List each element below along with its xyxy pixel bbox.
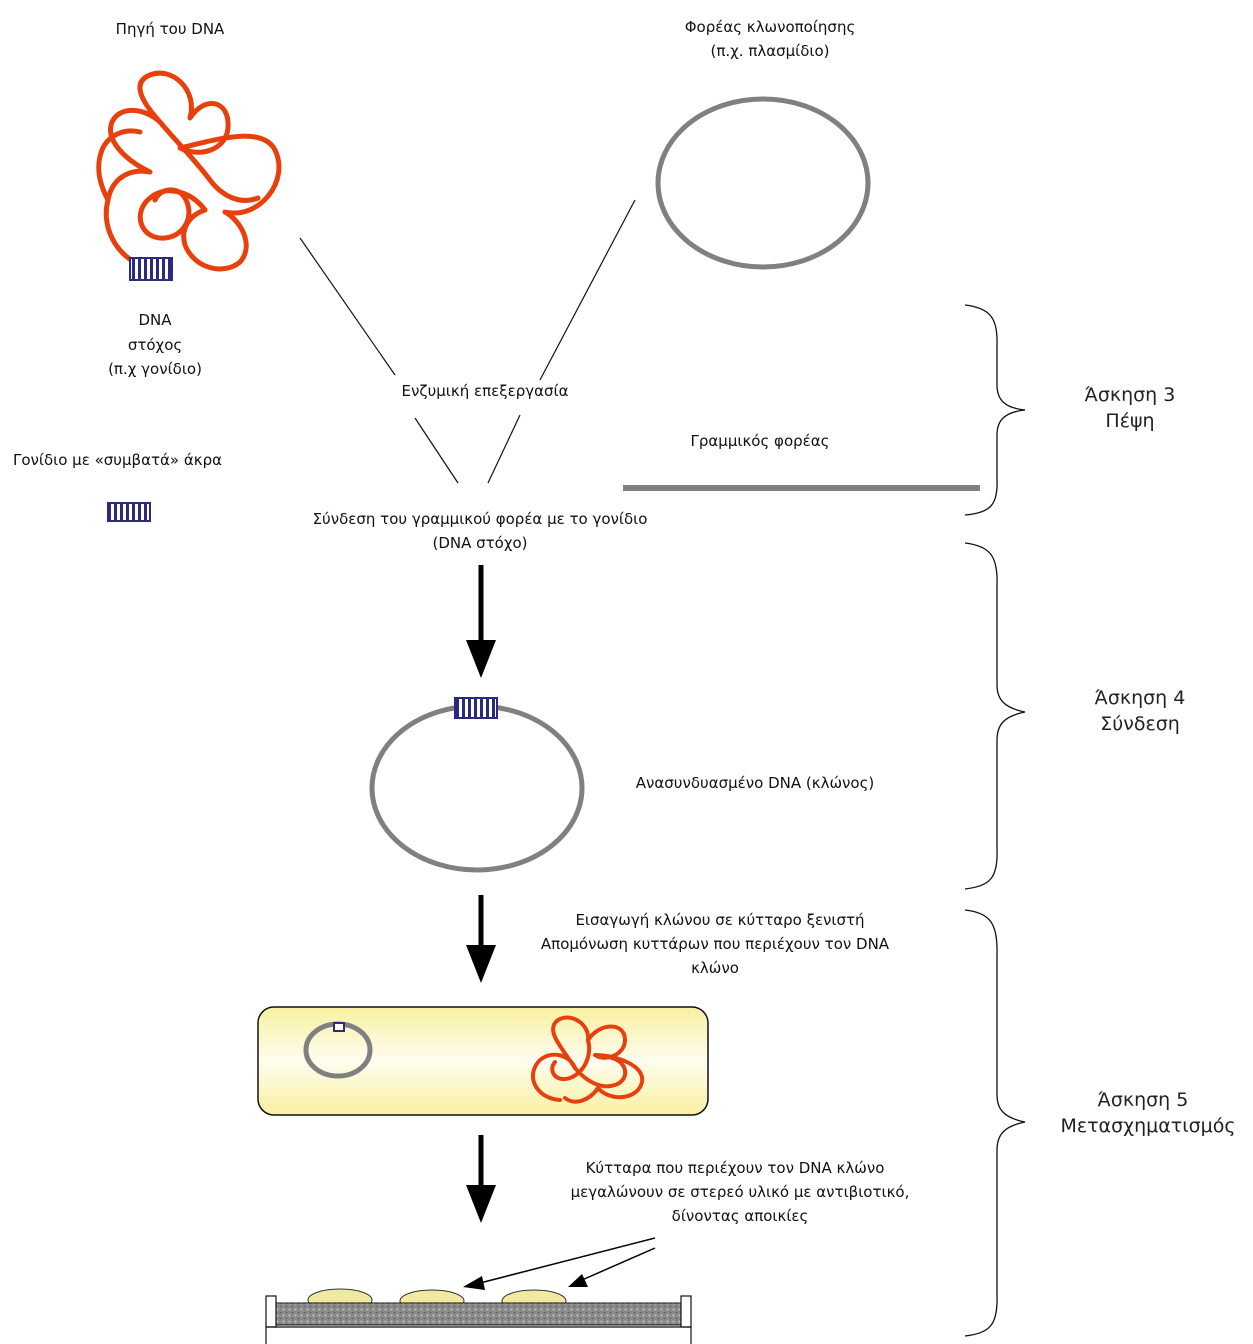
recombinant-plasmid xyxy=(369,703,585,873)
label-linear-vector: Γραμμικός φορέας xyxy=(690,432,830,450)
exercise-4-title: Άσκηση 4 xyxy=(1094,687,1186,709)
label-cloning-vector-example: (π.χ. πλασμίδιο) xyxy=(710,42,830,60)
label-colonies-1: Κύτταρα που περιέχουν τον DNA κλώνο xyxy=(585,1159,885,1177)
exercise-3-title: Άσκηση 3 xyxy=(1084,384,1176,406)
dish-wall-right xyxy=(680,1295,692,1328)
pointer-arrow-1 xyxy=(463,1237,656,1290)
brace-exercise-3 xyxy=(964,304,1026,516)
dna-source-tangle xyxy=(96,70,282,272)
gene-compatible-ends-block xyxy=(107,502,151,522)
agar-medium xyxy=(275,1302,682,1326)
label-insertion-1: Εισαγωγή κλώνου σε κύτταρο ξενιστή xyxy=(575,911,865,929)
brace-exercise-5 xyxy=(964,909,1026,1337)
merge-line-right-bottom xyxy=(487,414,521,484)
label-ligation-1: Σύνδεση του γραμμικού φορέα με το γονίδι… xyxy=(312,510,648,528)
brace-exercise-4 xyxy=(964,542,1026,890)
label-insertion-3: κλώνο xyxy=(691,959,739,977)
label-enzymatic-processing: Ενζυμική επεξεργασία xyxy=(401,382,569,400)
label-colonies-3: δίνοντας αποικίες xyxy=(671,1207,809,1225)
label-target-dna-1: DNA xyxy=(138,311,172,329)
pointer-arrow-2 xyxy=(568,1247,656,1287)
merge-line-right-top xyxy=(539,199,636,381)
exercise-5-title: Άσκηση 5 xyxy=(1097,1089,1189,1111)
arrow-down-1 xyxy=(466,565,496,678)
arrow-down-2 xyxy=(466,895,496,983)
merge-line-left-bottom xyxy=(414,417,459,484)
label-target-dna-3: (π.χ γονίδιο) xyxy=(108,360,202,378)
exercise-4-subtitle: Σύνδεση xyxy=(1100,713,1180,735)
label-target-dna-2: στόχος xyxy=(127,336,183,354)
label-dna-source: Πηγή του DNA xyxy=(115,20,225,38)
label-gene-sticky-ends: Γονίδιο με «συμβατά» άκρα xyxy=(13,451,222,469)
host-cell xyxy=(257,1006,709,1116)
label-recombinant-dna: Ανασυνδυασμένο DNA (κλώνος) xyxy=(635,774,875,792)
label-colonies-2: μεγαλώνουν σε στερεό υλικό με αντιβιοτικ… xyxy=(570,1183,910,1201)
merge-line-left-top xyxy=(299,237,396,376)
cell-chromosome-tangle xyxy=(530,1015,645,1104)
label-cloning-vector: Φορέας κλωνοποίησης xyxy=(684,18,856,36)
petri-dish xyxy=(265,1288,692,1344)
cloning-vector-plasmid xyxy=(655,96,871,270)
label-insertion-2: Απομόνωση κυττάρων που περιέχουν τον DNA xyxy=(540,935,890,953)
arrow-down-3 xyxy=(466,1135,496,1223)
recombinant-gene-block xyxy=(454,697,498,719)
exercise-5-subtitle: Μετασχηματισμός xyxy=(1060,1115,1236,1137)
target-gene-block xyxy=(129,257,173,281)
label-ligation-2: (DNA στόχο) xyxy=(432,534,528,552)
dish-wall-left xyxy=(265,1295,277,1328)
exercise-3-subtitle: Πέψη xyxy=(1105,410,1155,432)
cell-plasmid-gene xyxy=(333,1022,345,1032)
